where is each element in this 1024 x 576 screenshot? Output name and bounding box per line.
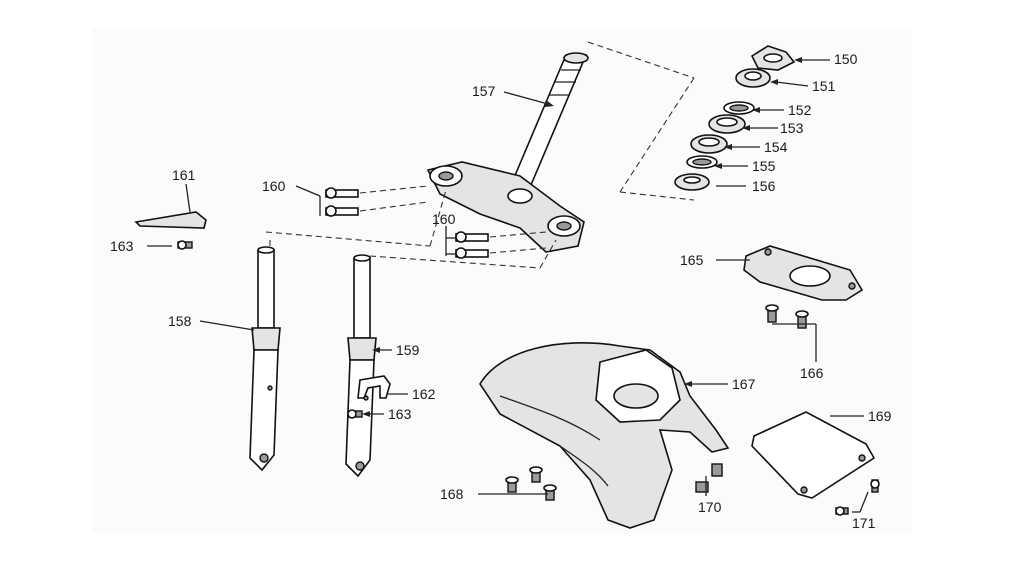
callout-153: 153 <box>780 120 804 136</box>
callout-169: 169 <box>868 408 892 424</box>
screw-163-upper <box>177 240 193 250</box>
callout-labels: 150 151 152 153 154 155 156 157 158 159 … <box>110 51 892 531</box>
callout-156: 156 <box>752 178 776 194</box>
callout-150: 150 <box>834 51 858 67</box>
clamp-bolts-160-upper <box>325 185 429 217</box>
callout-155: 155 <box>752 158 776 174</box>
callout-158: 158 <box>168 313 192 329</box>
fork-leg-158 <box>249 246 281 472</box>
clip-162 <box>357 375 391 399</box>
callout-161: 161 <box>172 167 196 183</box>
callout-160-lower: 160 <box>432 211 456 227</box>
screw-163-lower <box>347 409 363 419</box>
callout-159: 159 <box>396 342 420 358</box>
callout-163-lower: 163 <box>388 406 412 422</box>
callout-151: 151 <box>812 78 836 94</box>
callout-154: 154 <box>764 139 788 155</box>
callout-163-upper: 163 <box>110 238 134 254</box>
screws-171 <box>835 479 880 516</box>
callout-167: 167 <box>732 376 756 392</box>
callout-168: 168 <box>440 486 464 502</box>
screws-168 <box>505 466 557 501</box>
screws-166 <box>765 304 809 329</box>
fork-leg-159 <box>345 254 377 478</box>
panel-169 <box>751 411 876 499</box>
headset-stack <box>674 45 796 191</box>
stem-alignment-dashes <box>587 41 695 201</box>
cover-plate-165 <box>743 245 864 301</box>
front-fender-167 <box>479 342 730 529</box>
callout-152: 152 <box>788 102 812 118</box>
callout-171: 171 <box>852 515 876 531</box>
bracket-161 <box>134 211 207 229</box>
callout-170: 170 <box>698 499 722 515</box>
callout-160-upper: 160 <box>262 178 286 194</box>
callout-162: 162 <box>412 386 436 402</box>
triple-clamp <box>426 161 585 253</box>
callout-157: 157 <box>472 83 496 99</box>
leader-lines <box>147 57 869 513</box>
callout-166: 166 <box>800 365 824 381</box>
callout-165: 165 <box>680 252 704 268</box>
clips-170 <box>695 463 723 493</box>
